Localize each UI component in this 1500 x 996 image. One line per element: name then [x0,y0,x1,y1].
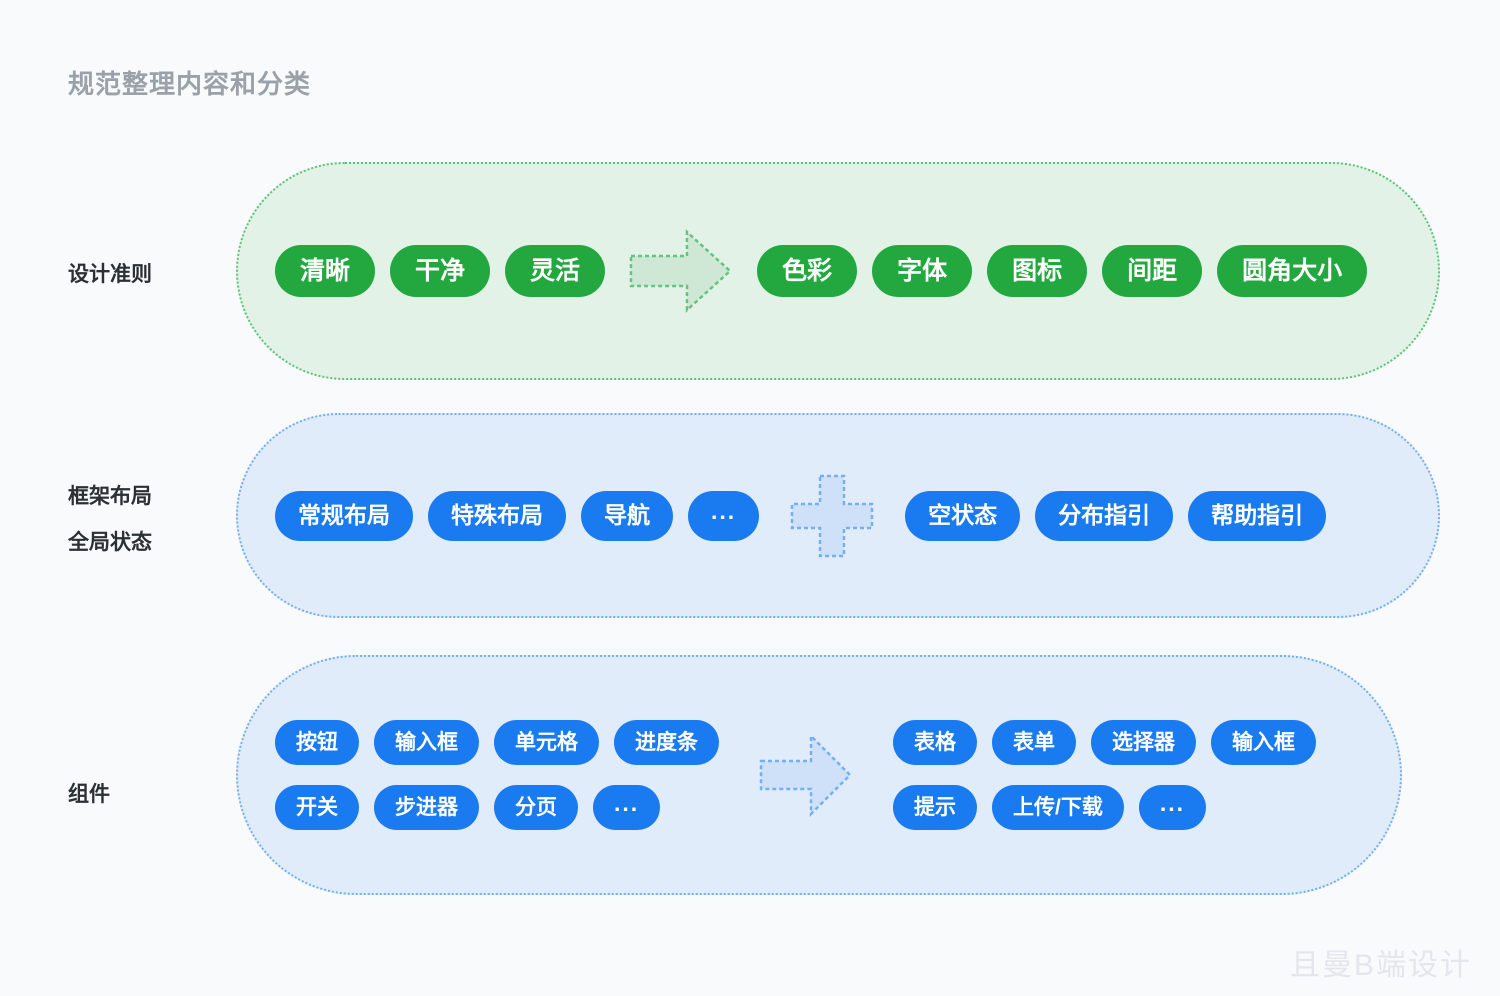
panel-layout-global-state: 常规布局 特殊布局 导航 ... 空状态 分布指引 帮助指引 [236,413,1440,618]
pill-secai[interactable]: 色彩 [757,245,858,297]
pill-group-global-state: 空状态 分布指引 帮助指引 [905,490,1327,541]
arrow-right-icon-svg [629,229,732,313]
pill-row-components-left-1: 按钮 输入框 单元格 进度条 [275,720,719,765]
pill-bangzhu-zhiyin[interactable]: 帮助指引 [1188,490,1327,541]
pill-group-components-left: 按钮 输入框 单元格 进度条 开关 步进器 分页 ... [275,720,719,830]
pill-kaiguan[interactable]: 开关 [275,785,359,830]
pill-anniu[interactable]: 按钮 [275,720,359,765]
pill-daohang[interactable]: 导航 [581,490,673,541]
pill-group-design-outputs: 色彩 字体 图标 间距 圆角大小 [757,245,1368,297]
plus-icon-svg [790,474,874,557]
pill-xuanzeqi[interactable]: 选择器 [1091,720,1196,765]
pill-biaodan[interactable]: 表单 [992,720,1076,765]
pill-changgui-buju[interactable]: 常规布局 [275,490,413,541]
panel-design-principles: 清晰 干净 灵活 色彩 字体 图标 间距 圆角大小 [236,162,1440,380]
pill-group-design-inputs: 清晰 干净 灵活 [275,245,606,297]
section-label-layout-global-state: 框架布局 全局状态 [68,474,152,566]
section-label-line-2: 全局状态 [68,531,152,554]
pill-group-layout: 常规布局 特殊布局 导航 ... [275,490,760,541]
page-title: 规范整理内容和分类 [68,69,312,99]
panel-components: 按钮 输入框 单元格 进度条 开关 步进器 分页 ... [236,655,1402,895]
pill-group-components-right: 表格 表单 选择器 输入框 提示 上传/下载 ... [893,720,1316,830]
section-label-line: 设计准则 [68,263,152,286]
pill-qingxi[interactable]: 清晰 [275,245,376,297]
pill-danyuange[interactable]: 单元格 [494,720,599,765]
pill-tishi[interactable]: 提示 [893,785,977,830]
pill-biaoge[interactable]: 表格 [893,720,977,765]
pill-fenbu-zhiyin[interactable]: 分布指引 [1035,490,1174,541]
arrow-right-icon [629,228,733,314]
pill-kongzhuangtai[interactable]: 空状态 [905,490,1021,541]
pill-shurukuang[interactable]: 输入框 [374,720,479,765]
pill-ganjing[interactable]: 干净 [390,245,491,297]
pill-ziti[interactable]: 字体 [872,245,973,297]
pill-jianju[interactable]: 间距 [1102,245,1203,297]
section-label-line-1: 框架布局 [68,485,152,508]
arrow-right-icon-svg [759,733,852,817]
pill-bujinqi[interactable]: 步进器 [374,785,479,830]
pill-linghuo[interactable]: 灵活 [505,245,606,297]
pill-components-right-more[interactable]: ... [1138,785,1207,830]
pill-yuanjiaodaxiao[interactable]: 圆角大小 [1217,245,1368,297]
section-label-components: 组件 [68,772,110,818]
pill-fenye[interactable]: 分页 [494,785,578,830]
arrow-right-icon [759,733,853,817]
pill-row-components-right-2: 提示 上传/下载 ... [893,785,1316,830]
plus-icon [789,473,875,559]
watermark: 且曼B端设计 [1289,949,1472,982]
pill-jinduitiao[interactable]: 进度条 [614,720,719,765]
pill-tubiao[interactable]: 图标 [987,245,1088,297]
section-label-line: 组件 [68,783,110,806]
pill-row-components-left-2: 开关 步进器 分页 ... [275,785,719,830]
pill-shurukuang-2[interactable]: 输入框 [1211,720,1316,765]
pill-components-left-more[interactable]: ... [593,785,661,830]
pill-row-components-right-1: 表格 表单 选择器 输入框 [893,720,1316,765]
section-label-design-principles: 设计准则 [68,252,152,298]
pill-layout-more[interactable]: ... [688,490,760,541]
pill-teshu-buju[interactable]: 特殊布局 [428,490,566,541]
pill-shangchuan-xiazai[interactable]: 上传/下载 [992,785,1124,830]
